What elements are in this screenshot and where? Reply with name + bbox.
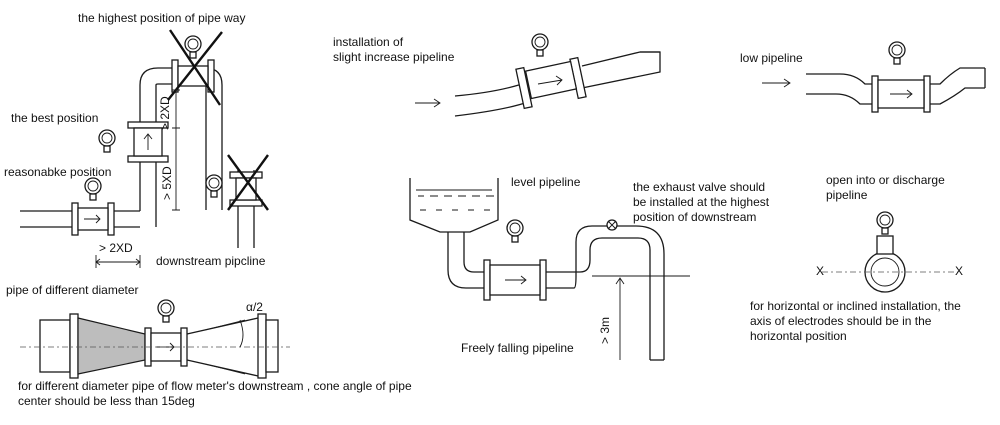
label-low-pipeline: low pipeline	[740, 51, 803, 65]
label-downstream-pipeline: downstream pipcline	[156, 254, 266, 268]
electrode-x-right: X	[955, 264, 964, 278]
electrode-x-left: X	[816, 264, 825, 278]
label-open-discharge: open into or discharge pipeline	[826, 173, 945, 202]
dim-five-xd-vertical: > 5XD	[160, 166, 174, 200]
dim-half-alpha: α/2	[246, 300, 263, 314]
label-reasonable-position: reasonabke position	[4, 165, 112, 179]
panel-electrode-axis	[822, 211, 958, 293]
panel-best-position	[20, 29, 269, 268]
panel-low-pipeline	[762, 41, 986, 113]
label-level-pipeline: level pipeline	[511, 175, 581, 189]
dim-three-m: > 3m	[598, 316, 612, 344]
dim-two-xd-vertical: > 2XD	[158, 96, 172, 130]
dim-two-xd-horizontal: > 2XD	[99, 241, 133, 255]
panel-slight-increase	[415, 33, 661, 117]
label-exhaust-valve: the exhaust valve should be installed at…	[633, 180, 770, 224]
label-freely-falling: Freely falling pipeline	[461, 341, 574, 355]
label-different-diameter: pipe of different diameter	[6, 283, 139, 297]
label-best-position: the best position	[11, 111, 99, 125]
label-cone-angle-note: for different diameter pipe of flow mete…	[18, 379, 412, 408]
label-slight-increase: installation of slight increase pipeline	[333, 35, 455, 64]
label-electrode-axis: for horizontal or inclined installation,…	[750, 299, 961, 343]
panel-different-diameter	[20, 299, 290, 379]
label-highest-position: the highest position of pipe way	[78, 11, 246, 25]
panel-level-pipeline	[409, 178, 690, 361]
